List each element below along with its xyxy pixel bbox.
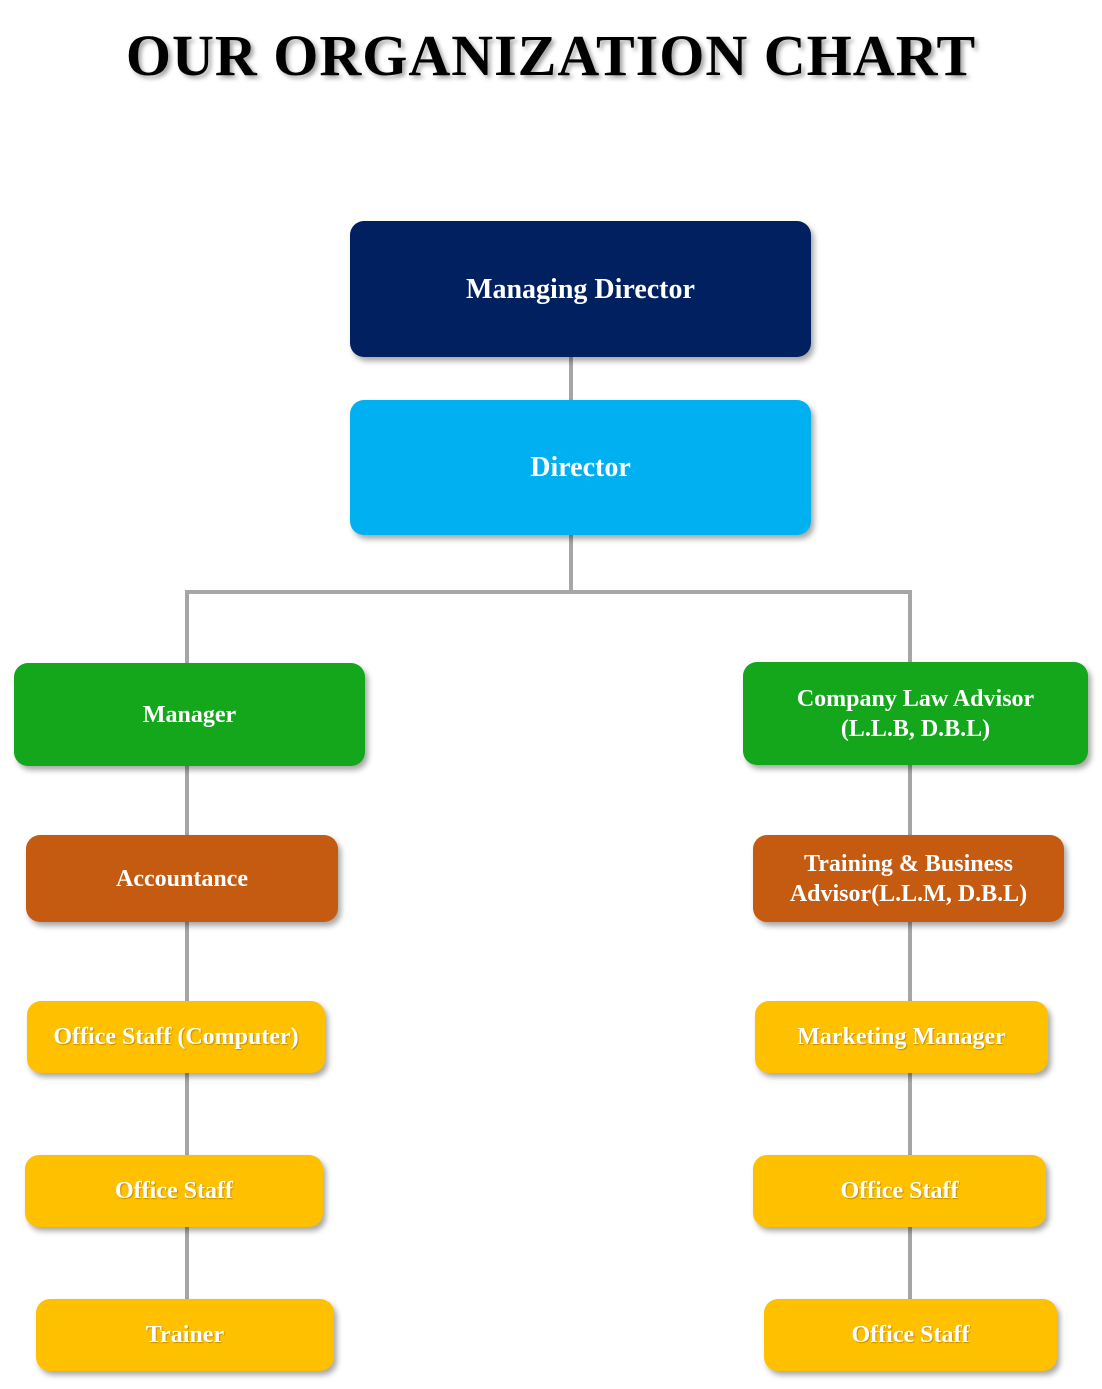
node-training-business-advisor: Training & Business Advisor(L.L.M, D.B.L…: [753, 835, 1064, 922]
node-office-staff-left-label: Office Staff: [115, 1178, 233, 1204]
node-director: Director: [350, 400, 811, 535]
chart-title: OUR ORGANIZATION CHART: [125, 23, 977, 88]
connector-left-column: [185, 590, 189, 1302]
node-training-business-advisor-label: Training & Business Advisor(L.L.M, D.B.L…: [789, 850, 1028, 907]
node-managing-director-label: Managing Director: [466, 273, 695, 305]
node-office-staff-right-1-label: Office Staff: [840, 1178, 959, 1204]
node-company-law-advisor-label: Company Law Advisor (L.L.B, D.B.L): [796, 685, 1035, 742]
node-office-staff-right-1: Office Staff: [753, 1155, 1046, 1227]
node-trainer: Trainer: [36, 1299, 334, 1371]
node-office-staff-computer: Office Staff (Computer): [27, 1001, 325, 1073]
node-office-staff-right-2-label: Office Staff: [851, 1322, 970, 1348]
node-marketing-manager: Marketing Manager: [755, 1001, 1048, 1073]
node-accountance: Accountance: [26, 835, 338, 922]
node-manager-label: Manager: [142, 701, 237, 728]
connector-branch-horizontal: [185, 590, 912, 594]
node-office-staff-computer-label: Office Staff (Computer): [53, 1024, 299, 1050]
node-trainer-label: Trainer: [145, 1322, 225, 1348]
node-managing-director: Managing Director: [350, 221, 811, 357]
node-company-law-advisor: Company Law Advisor (L.L.B, D.B.L): [743, 662, 1088, 765]
connector-right-column: [908, 590, 912, 1302]
connector-md-director: [569, 355, 573, 403]
node-manager: Manager: [14, 663, 365, 766]
connector-director-branch: [569, 533, 573, 593]
node-office-staff-left: Office Staff: [25, 1155, 323, 1227]
node-office-staff-right-2: Office Staff: [764, 1299, 1057, 1371]
node-director-label: Director: [530, 452, 631, 483]
node-marketing-manager-label: Marketing Manager: [797, 1024, 1006, 1050]
node-accountance-label: Accountance: [116, 865, 248, 892]
